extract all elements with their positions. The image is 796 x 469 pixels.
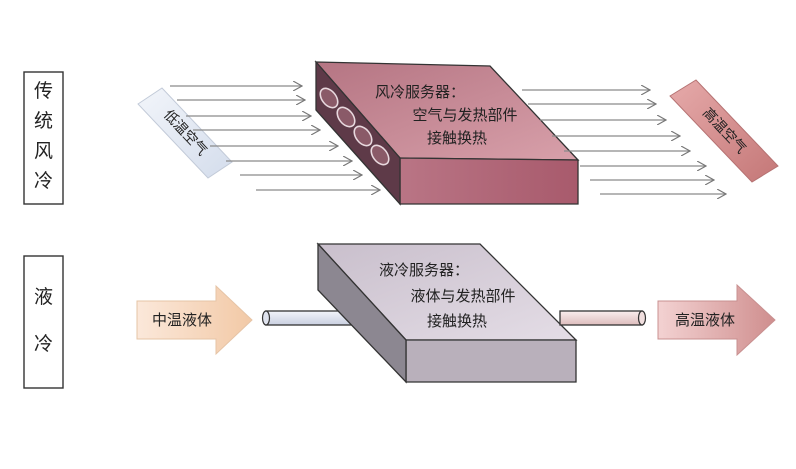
liquid-cooled-server: 液冷服务器： 液体与发热部件 接触换热: [316, 242, 578, 384]
cold-air-tag: 低温空气: [137, 87, 233, 179]
liquid-server-line-3: 接触换热: [427, 312, 487, 330]
air-cooling-label-box: [23, 71, 64, 205]
warm-liquid-arrow: 中温液体: [136, 284, 253, 356]
liquid-cooling-label-char-2: 冷: [34, 333, 53, 355]
air-cooling-label-char-3: 风: [34, 140, 53, 162]
air-cooled-server: 风冷服务器： 空气与发热部件 接触换热: [314, 60, 580, 206]
air-server-title: 风冷服务器：: [375, 83, 465, 101]
air-cooling-label-char-4: 冷: [34, 170, 53, 192]
hot-air-tag: 高温空气: [669, 79, 779, 183]
outlet-pipe: [559, 310, 647, 326]
liquid-cooling-label-box: [23, 255, 64, 389]
liquid-cooling-row: 液 冷 中温液体 液冷服务器： 液体与发热部件 接触换热: [23, 242, 776, 389]
warm-liquid-label: 中温液体: [152, 311, 212, 329]
hot-liquid-label: 高温液体: [675, 311, 735, 329]
air-server-line-3: 接触换热: [427, 129, 487, 147]
air-cooling-label-char-1: 传: [34, 80, 53, 102]
hot-liquid-arrow: 高温液体: [657, 283, 776, 357]
air-vent-holes: [319, 87, 390, 166]
liquid-cooling-label-char-1: 液: [34, 286, 53, 308]
inlet-pipe: [261, 310, 363, 326]
air-cooling-row: 传 统 风 冷 低温空气: [23, 60, 779, 206]
air-server-line-2: 空气与发热部件: [412, 106, 517, 124]
liquid-server-line-2: 液体与发热部件: [410, 287, 515, 305]
air-cooling-label-char-2: 统: [34, 110, 53, 132]
liquid-server-title: 液冷服务器：: [379, 261, 469, 279]
outgoing-air-arrows: [522, 90, 726, 194]
incoming-air-arrows: [170, 86, 380, 190]
